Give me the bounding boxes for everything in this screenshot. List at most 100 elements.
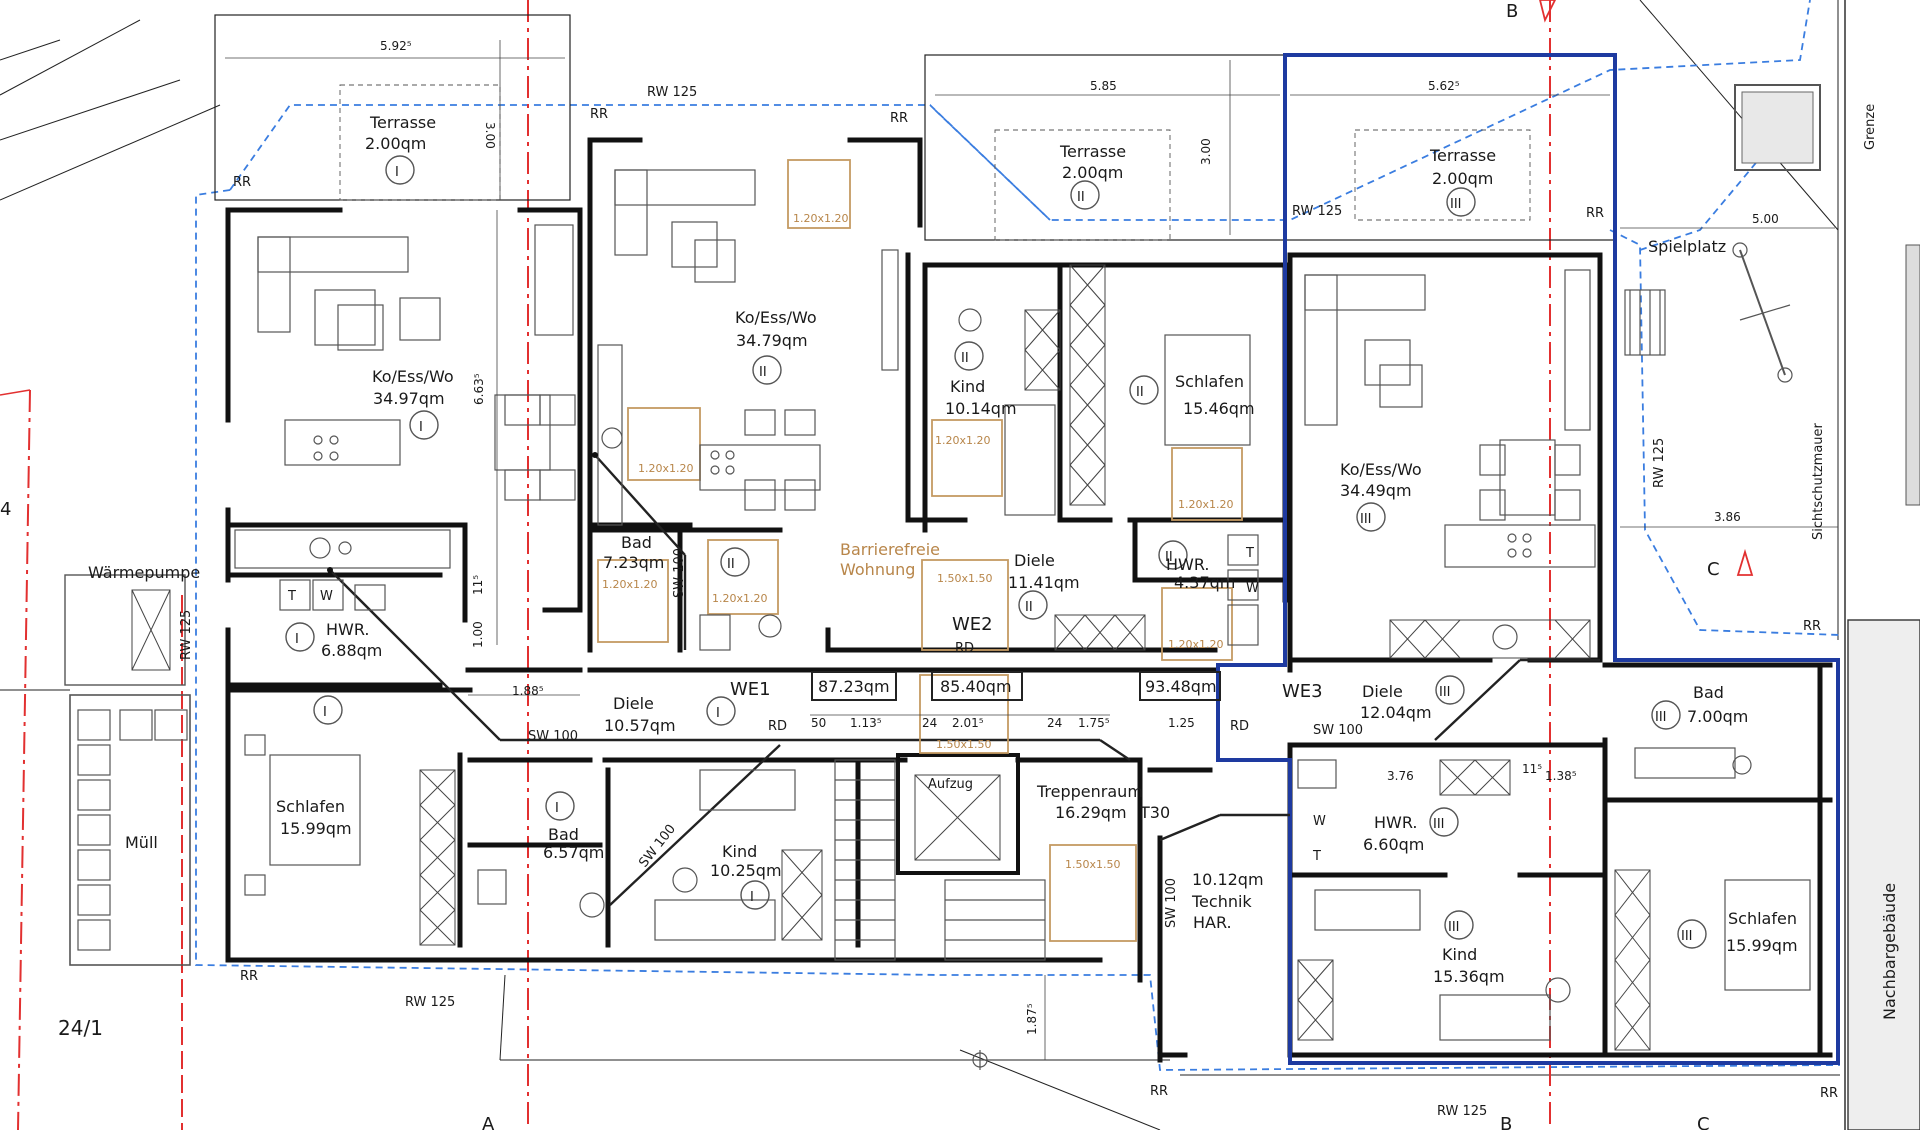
marker-we3-kind: III bbox=[1448, 920, 1460, 935]
rw125-top: RW 125 bbox=[647, 85, 697, 100]
sw100-vertical-2: SW 100 bbox=[1164, 878, 1179, 928]
we2-schlafen-area: 15.46qm bbox=[1183, 399, 1255, 418]
we1-hwr-t: T bbox=[287, 589, 296, 604]
we1-bad-area: 6.57qm bbox=[543, 843, 604, 862]
we3-hwr-area: 6.60qm bbox=[1363, 835, 1424, 854]
rr-2: RR bbox=[890, 111, 908, 126]
marker-we3-diele: III bbox=[1439, 685, 1451, 700]
section-markers: B C A B C 4 bbox=[0, 0, 1754, 1130]
rw125-right: RW 125 bbox=[1652, 438, 1667, 488]
we1-schlafen-area: 15.99qm bbox=[280, 819, 352, 838]
zone-label-10: 1.50x1.50 bbox=[1065, 858, 1121, 871]
section-a-bottom: A bbox=[482, 1114, 495, 1130]
room-labels: Terrasse 2.00qm Ko/Ess/Wo 34.97qm HWR. 6… bbox=[88, 113, 1798, 986]
we1-hwr-area: 6.88qm bbox=[321, 641, 382, 660]
marker-we1-bad: I bbox=[555, 801, 559, 816]
we1-hwr-name: HWR. bbox=[326, 620, 369, 639]
rw125-bottom-right: RW 125 bbox=[1437, 1104, 1487, 1119]
muell-label: Müll bbox=[125, 833, 158, 852]
technik-line2: HAR. bbox=[1193, 913, 1232, 932]
neighbour-edge bbox=[1905, 244, 1920, 506]
section-diagonals bbox=[329, 454, 1600, 906]
treppenraum-area: 16.29qm bbox=[1055, 803, 1127, 822]
technik-area: 10.12qm bbox=[1192, 870, 1264, 889]
marker-we1-hwr: I bbox=[295, 632, 299, 647]
marker-we3-schlafen: III bbox=[1681, 929, 1693, 944]
staircase bbox=[834, 759, 1046, 961]
marker-we2-diele: II bbox=[1025, 600, 1033, 615]
sw100-1: SW 100 bbox=[528, 729, 578, 744]
dimension-labels: 5.92⁵ 5.85 5.62⁵ 5.00 3.86 3.76 3.00 3.0… bbox=[380, 39, 1779, 1035]
we2-kind-name: Kind bbox=[950, 377, 985, 396]
marker-we3-terrasse: III bbox=[1450, 197, 1462, 212]
dim-585: 5.85 bbox=[1090, 79, 1117, 93]
zone-label-9: 1.50x1.50 bbox=[936, 738, 992, 751]
we2-diele-name: Diele bbox=[1014, 551, 1055, 570]
dim-300b: 3.00 bbox=[1199, 138, 1213, 165]
technik-line1: Technik bbox=[1191, 892, 1252, 911]
sichtschutzmauer-label: Sichtschutzmauer bbox=[1811, 422, 1826, 540]
we1-kew-area: 34.97qm bbox=[373, 389, 445, 408]
we1-kew-name: Ko/Ess/Wo bbox=[372, 367, 454, 386]
treppenraum-rating: T30 bbox=[1139, 803, 1170, 822]
rr-3: RR bbox=[233, 175, 251, 190]
dim-50: 50 bbox=[811, 716, 826, 730]
we1-kind-area: 10.25qm bbox=[710, 861, 782, 880]
marker-we3-hwr: III bbox=[1433, 817, 1445, 832]
nachbargebaeude-label: Nachbargebäude bbox=[1880, 883, 1899, 1020]
unit-labels: WE1 87.23qm WE2 RD 85.40qm WE3 93.48qm bbox=[730, 614, 1323, 702]
section-b-bottom: B bbox=[1500, 1114, 1512, 1130]
sw100-vertical-1: SW 100 bbox=[672, 548, 687, 598]
marker-we2-kind: II bbox=[961, 351, 969, 366]
we2-terrasse-name: Terrasse bbox=[1059, 142, 1126, 161]
unit-markers: I I I I I I I II II II II II II II III I… bbox=[285, 155, 1707, 949]
zone-label-8: 1.50x1.50 bbox=[937, 572, 993, 585]
marker-we2-schlafen: II bbox=[1136, 385, 1144, 400]
waermepumpe-label: Wärmepumpe bbox=[88, 563, 200, 582]
dim-175: 1.75⁵ bbox=[1078, 716, 1110, 730]
dim-300a: 3.00 bbox=[483, 122, 497, 149]
we2-diele-area: 11.41qm bbox=[1008, 573, 1080, 592]
dim-201: 2.01⁵ bbox=[952, 716, 984, 730]
we3-hwr-w: W bbox=[1313, 814, 1326, 829]
zone-label-2: 1.20x1.20 bbox=[638, 462, 694, 475]
section-b-top: B bbox=[1506, 1, 1518, 22]
rr-4: RR bbox=[1586, 206, 1604, 221]
annotation-labels: RW 125 RW 125 RW 125 RW 125 RW 125 RW 12… bbox=[58, 85, 1899, 1119]
dim-592: 5.92⁵ bbox=[380, 39, 412, 53]
spielplatz-label: Spielplatz bbox=[1648, 237, 1726, 256]
rd-we1: RD bbox=[768, 719, 787, 734]
dimension-lines bbox=[225, 40, 1838, 1060]
we3-kew-name: Ko/Ess/Wo bbox=[1340, 460, 1422, 479]
we2-terrasse-area: 2.00qm bbox=[1062, 163, 1123, 182]
rr-8: RR bbox=[1820, 1086, 1838, 1101]
we3-bad-name: Bad bbox=[1693, 683, 1724, 702]
we3-terrasse-name: Terrasse bbox=[1429, 146, 1496, 165]
rr-1: RR bbox=[590, 107, 608, 122]
we2-hwr-w: W bbox=[1246, 581, 1259, 596]
barrierefreie-line1: Barrierefreie bbox=[840, 540, 940, 559]
we3-hwr-t: T bbox=[1312, 849, 1321, 864]
we2-bad-area: 7.23qm bbox=[603, 553, 664, 572]
rw125-we3: RW 125 bbox=[1292, 204, 1342, 219]
dim-663: 6.63⁵ bbox=[472, 373, 486, 405]
we3-outline bbox=[1216, 53, 1840, 1065]
marker-we1-kew: I bbox=[419, 420, 423, 435]
we1-schlafen-name: Schlafen bbox=[276, 797, 345, 816]
we3-kind-area: 15.36qm bbox=[1433, 967, 1505, 986]
dim-125: 1.25 bbox=[1168, 716, 1195, 730]
we3-label: WE3 bbox=[1282, 681, 1323, 702]
we1-diele-area: 10.57qm bbox=[604, 716, 676, 735]
marker-we3-kew: III bbox=[1360, 512, 1372, 527]
dim-11: 11⁵ bbox=[471, 575, 485, 595]
we2-hwr-t: T bbox=[1245, 546, 1254, 561]
zone-label-5: 1.20x1.20 bbox=[935, 434, 991, 447]
we3-total: 93.48qm bbox=[1145, 677, 1217, 696]
we1-hwr-w: W bbox=[320, 589, 333, 604]
we2-rd: RD bbox=[955, 641, 974, 656]
rr-7: RR bbox=[1150, 1084, 1168, 1099]
zone-label-4: 1.20x1.20 bbox=[712, 592, 768, 605]
edge-number: 4 bbox=[0, 499, 11, 520]
